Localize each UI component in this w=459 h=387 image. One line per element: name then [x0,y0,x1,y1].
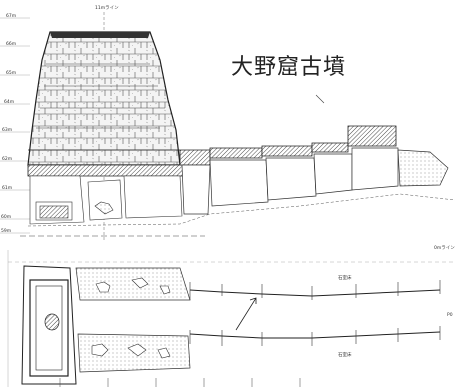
floor-slab [27,164,201,177]
passage-side-stones [181,147,449,215]
north-arrow-mark [315,94,325,104]
elevation-label: 60m [1,215,12,220]
north-arrow-icon [235,297,257,331]
elevation-label: 64m [4,100,15,105]
ground-line [27,193,456,227]
elevation-label: 67m [6,14,17,19]
side-axis-label: 0mライン [434,246,455,251]
section-label-upper: 石室床 [338,276,352,281]
section-label-lower: 石室床 [338,353,352,358]
stone-wall-elevation [27,31,181,166]
plan-view [7,250,455,387]
top-axis-label: 11mライン [95,6,119,11]
elevation-label: 61m [2,186,13,191]
section-label-right-mark: P0 [447,313,453,318]
elevation-label: 65m [6,71,17,76]
page-title: 大野窟古墳 [231,55,347,80]
elevation-label: 66m [6,42,17,47]
elevation-label: 59m [1,229,12,234]
elevation-label: 63m [2,128,13,133]
passage-capstones [179,125,397,166]
elevation-grid [0,17,30,234]
chamber-stones [29,175,183,225]
elevation-label: 62m [2,157,13,162]
